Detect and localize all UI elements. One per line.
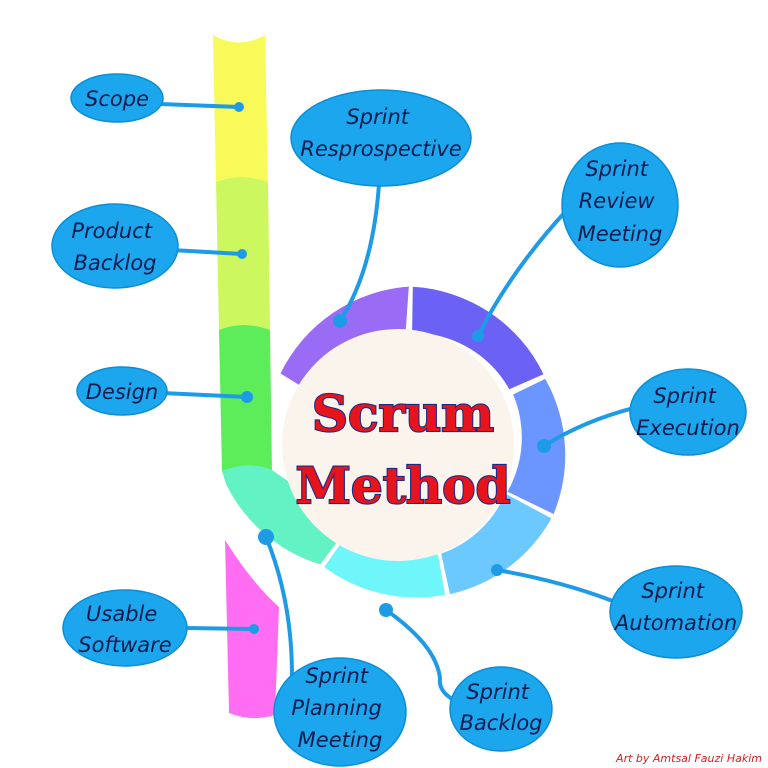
sprint-execution-connector: [542, 405, 640, 448]
sprint-planning-meeting-dot: [258, 529, 274, 545]
product-backlog-dot: [237, 249, 247, 259]
scope-connector: [158, 102, 241, 109]
sprint-automation-bubble: [609, 565, 743, 659]
design-dot: [241, 391, 253, 403]
sprint-review-meeting-bubble: [561, 142, 679, 268]
design-bubble: [76, 366, 168, 416]
sprint-planning-meeting-label: Sprint Planning Meeting: [291, 664, 388, 752]
sprint-automation-dot: [491, 564, 503, 576]
connector-dots: [234, 102, 551, 634]
sprint-backlog-bubble: [449, 666, 553, 752]
sprint-automation-connector: [495, 568, 612, 602]
sprint-execution-segment: [507, 378, 566, 514]
title-line-2: Method: [296, 456, 511, 515]
sprint-backlog-connector: [384, 608, 460, 704]
sprint-backlog-dot: [379, 603, 393, 617]
sprint-review-meeting-dot: [472, 330, 484, 342]
usable-software-dot: [249, 624, 259, 634]
usable-software-bubble: [62, 589, 188, 667]
sprint-execution-dot: [537, 439, 551, 453]
product-backlog-connector: [170, 248, 244, 256]
scope-label: Scope: [85, 87, 149, 111]
sprint-automation-label: Sprint Automation: [613, 579, 737, 635]
sprint-ring: [222, 286, 566, 598]
sprint-review-meeting-connector: [476, 209, 568, 338]
usable-software-connector: [184, 626, 256, 631]
sprint-execution-bubble: [629, 368, 747, 456]
sprint-execution-label: Sprint Execution: [636, 384, 740, 440]
design-connector: [160, 391, 249, 399]
scope-dot: [234, 102, 244, 112]
sprint-backlog-label: Sprint Backlog: [460, 680, 543, 735]
sprint-planning-meeting-connector: [264, 535, 294, 678]
title-line-1: Scrum: [312, 384, 494, 443]
design-label: Design: [86, 380, 159, 404]
sprint-retrospective-dot: [333, 314, 347, 328]
connectors: [158, 102, 640, 704]
artist-credit: Art by Amtsal Fauzi Hakim: [616, 752, 762, 765]
bubbles: [51, 73, 747, 767]
scope-bubble: [70, 73, 164, 123]
sprint-review-meeting-label: Sprint Review Meeting: [578, 157, 663, 246]
phase-bar: [213, 35, 279, 719]
product-backlog-label: Product Backlog: [71, 219, 158, 275]
center-disc: [282, 329, 514, 561]
sprint-retrospective-label: Sprint Resprospective: [300, 105, 461, 161]
sprint-retrospective-connector: [338, 182, 381, 323]
product-backlog-bubble: [51, 203, 179, 289]
sprint-planning-meeting-bubble: [273, 657, 407, 767]
usable-software-label: Usable Software: [78, 602, 171, 657]
sprint-retrospective-bubble: [290, 89, 472, 187]
sprint-automation-segment: [441, 493, 552, 595]
sprint-planning-meeting-segment: [222, 465, 346, 565]
